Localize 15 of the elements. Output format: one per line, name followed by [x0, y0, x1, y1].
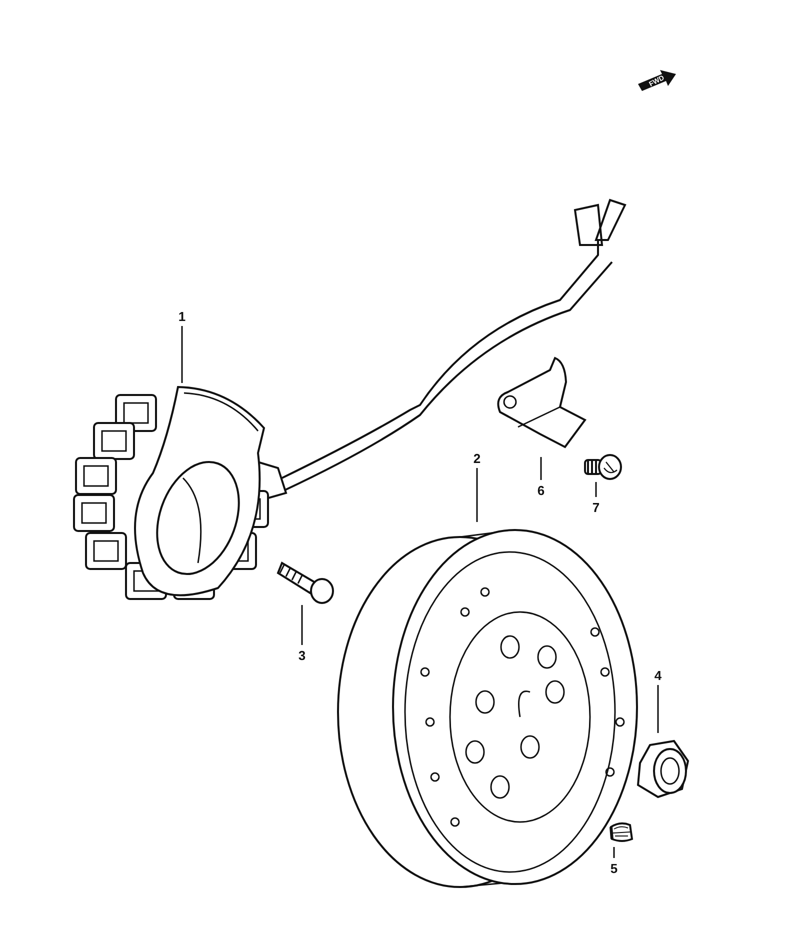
leader-line [540, 457, 542, 480]
callout-number: 5 [606, 858, 622, 878]
callout-number: 6 [533, 480, 549, 500]
screw-drawing [582, 452, 624, 482]
callout-number: 3 [294, 645, 310, 665]
callout-number: 1 [174, 306, 190, 326]
leader-line [476, 468, 478, 522]
leader-line [181, 326, 183, 383]
callout-number: 7 [588, 497, 604, 517]
leader-line [595, 482, 597, 497]
callout-number: 2 [469, 448, 485, 468]
leader-line [613, 847, 615, 858]
leader-line [301, 605, 303, 645]
callout-number: 4 [650, 665, 666, 685]
leader-line [657, 685, 659, 733]
